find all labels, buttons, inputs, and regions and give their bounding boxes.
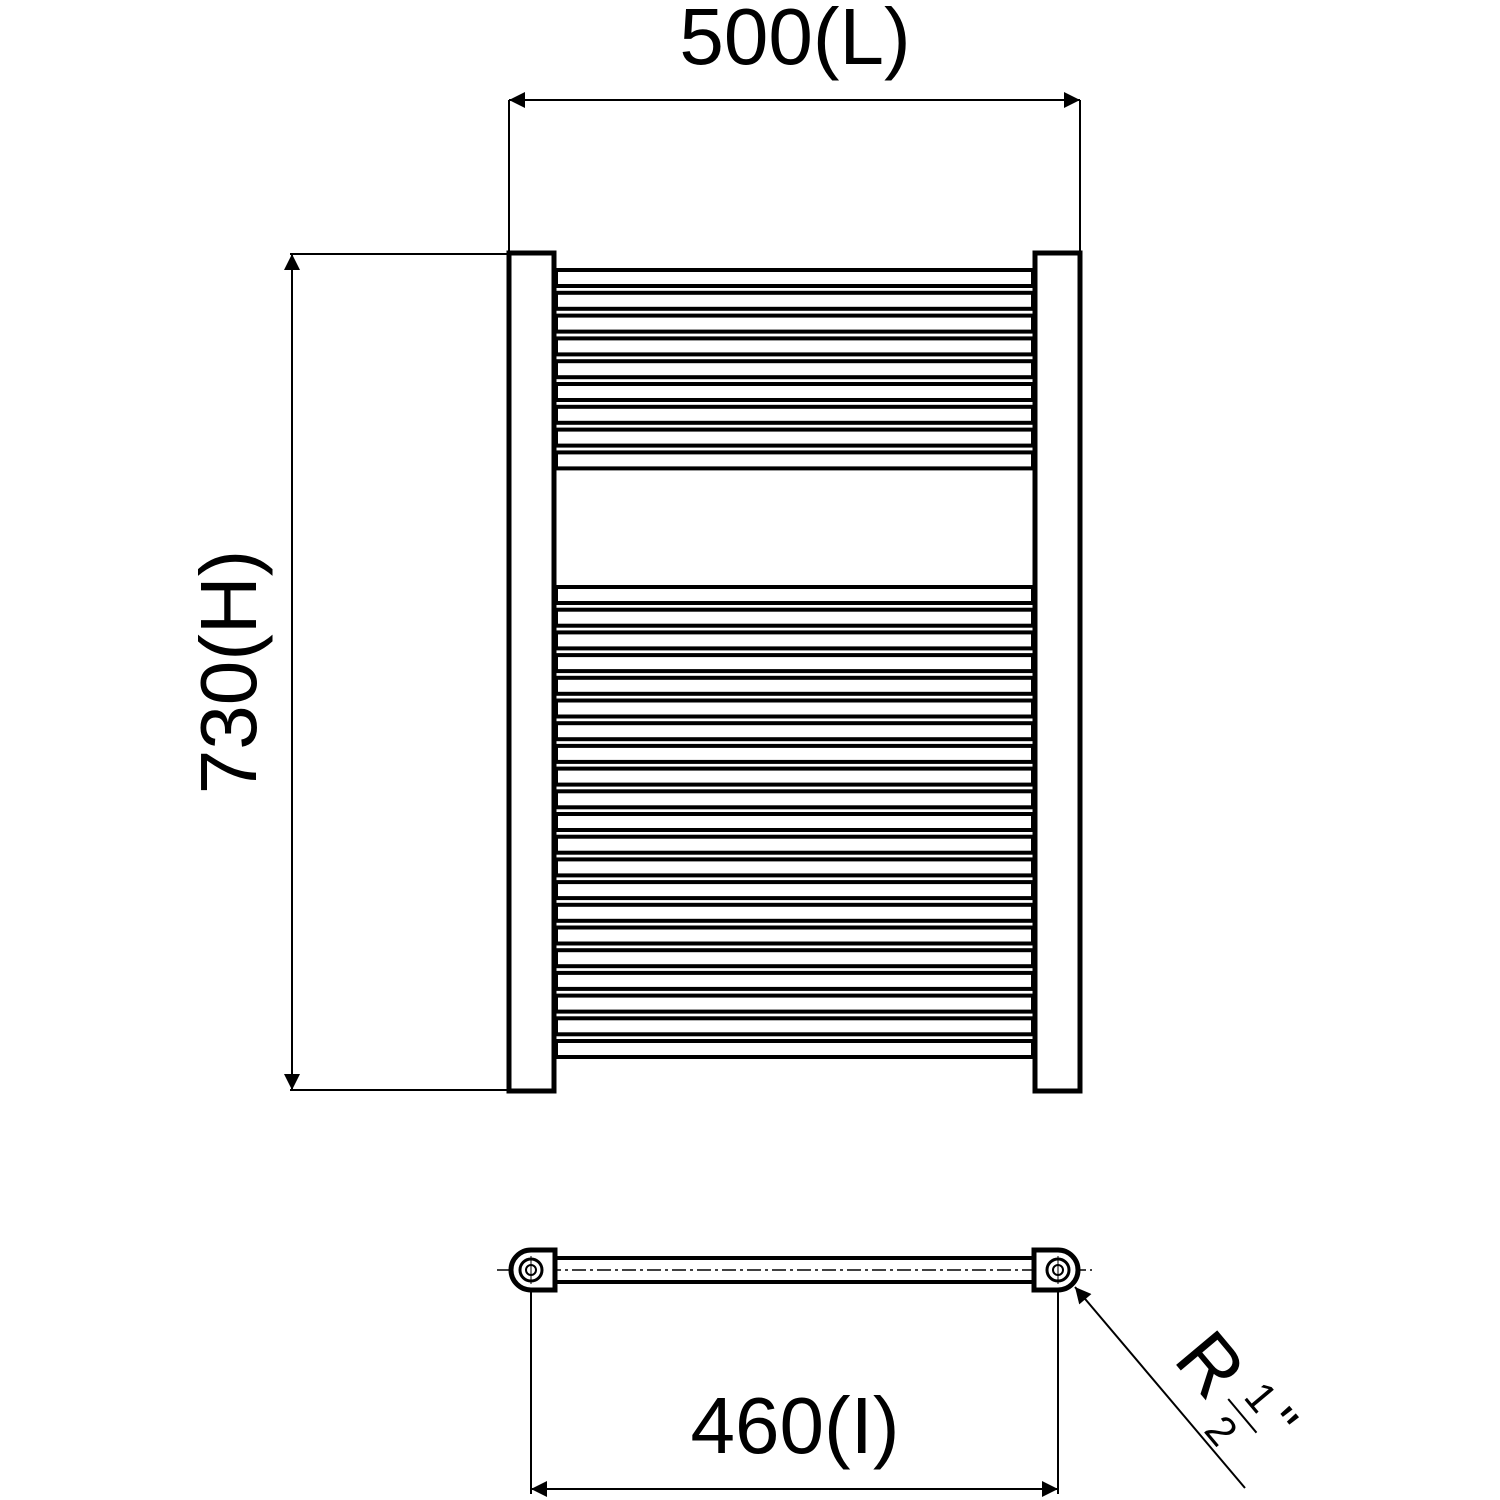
horizontal-tube-13 [554, 653, 1035, 674]
horizontal-tube-17 [554, 743, 1035, 764]
horizontal-tube-11 [554, 607, 1035, 628]
horizontal-tube-15 [554, 698, 1035, 719]
right-collector [1032, 250, 1083, 1094]
horizontal-tube-29 [554, 1016, 1035, 1037]
horizontal-tube-23 [554, 880, 1035, 901]
horizontal-tube-30 [554, 1039, 1035, 1059]
axis-label: 460(I) [691, 1381, 900, 1470]
connection-annotation: R 1 2 " [1074, 1286, 1310, 1489]
connection-leader-line [1074, 1286, 1246, 1489]
height-label: 730(H) [184, 550, 273, 795]
horizontal-tube-5 [554, 359, 1035, 380]
horizontal-tube-26 [554, 948, 1035, 969]
horizontal-tube-16 [554, 721, 1035, 742]
horizontal-tube-14 [554, 675, 1035, 696]
width-dimension: 500(L) [508, 0, 1081, 252]
horizontal-tube-21 [554, 834, 1035, 855]
radiator-top-view [497, 1247, 1092, 1293]
horizontal-tube-22 [554, 857, 1035, 878]
horizontal-tube-1 [554, 268, 1035, 288]
connection-fraction-bar [1227, 1398, 1258, 1434]
horizontal-tube-4 [554, 336, 1035, 357]
horizontal-tube-19 [554, 789, 1035, 810]
horizontal-tube-7 [554, 404, 1035, 425]
horizontal-tube-20 [554, 812, 1035, 832]
horizontal-tube-10 [554, 585, 1035, 605]
radiator-front-view [506, 250, 1083, 1094]
horizontal-tube-9 [554, 450, 1035, 471]
horizontal-tubes [554, 268, 1035, 1059]
height-dimension: 730(H) [184, 253, 508, 1091]
horizontal-tube-2 [554, 290, 1035, 311]
horizontal-tube-28 [554, 993, 1035, 1014]
horizontal-tube-12 [554, 630, 1035, 651]
width-label: 500(L) [679, 0, 910, 81]
horizontal-tube-8 [554, 427, 1035, 448]
left-collector [506, 250, 557, 1094]
horizontal-tube-3 [554, 313, 1035, 334]
horizontal-tube-6 [554, 382, 1035, 402]
horizontal-tube-27 [554, 970, 1035, 991]
horizontal-tube-18 [554, 766, 1035, 787]
axis-dimension: 460(I) [530, 1292, 1059, 1497]
horizontal-tube-24 [554, 902, 1035, 923]
horizontal-tube-25 [554, 925, 1035, 946]
